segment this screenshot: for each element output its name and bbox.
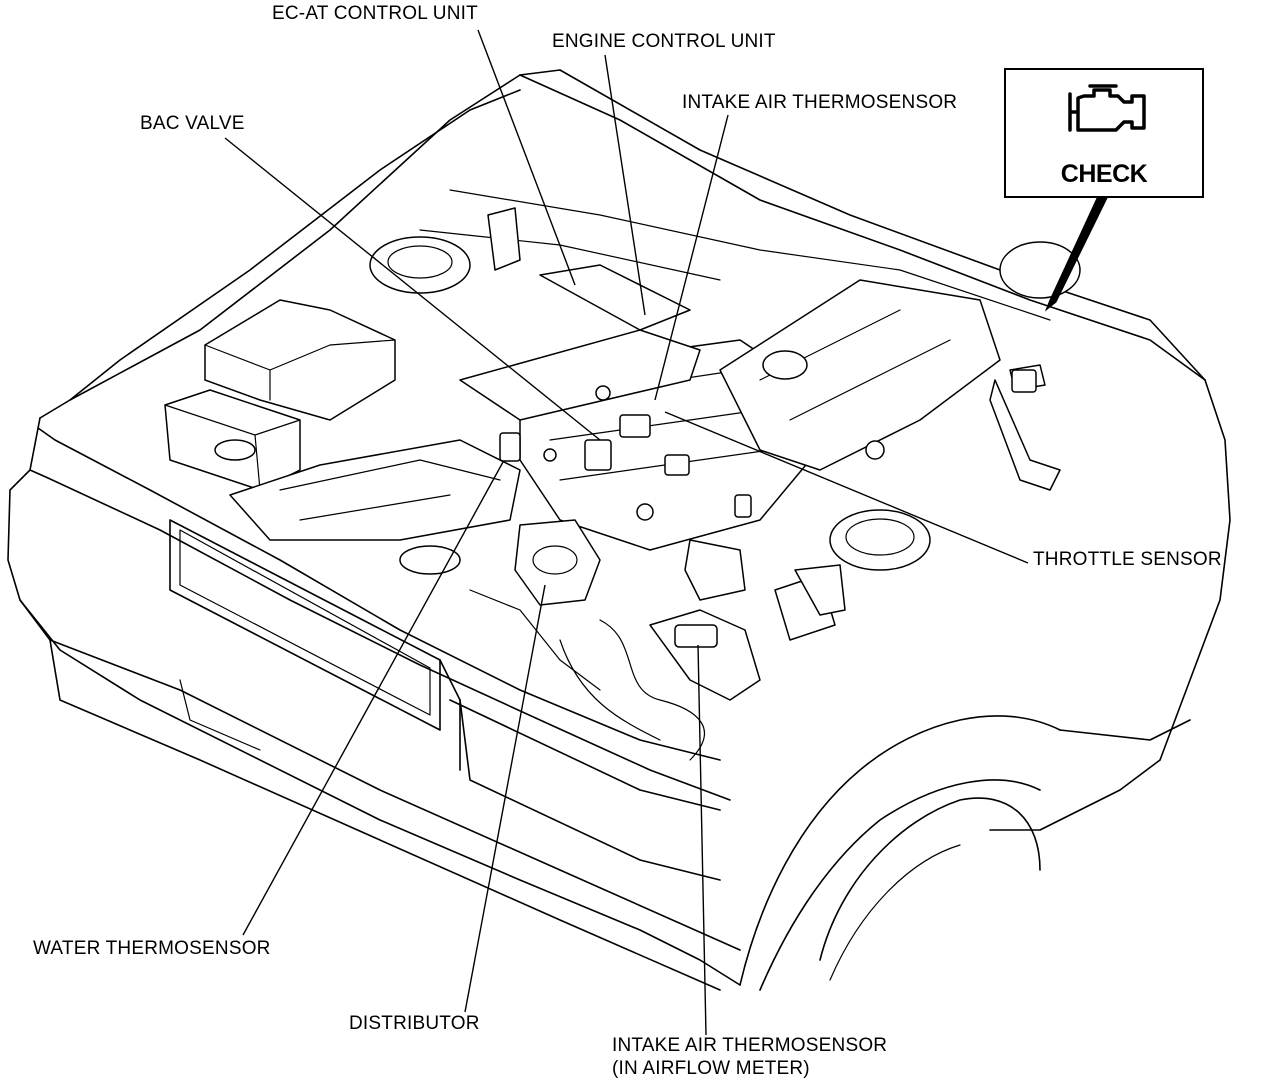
label-distributor: DISTRIBUTOR <box>349 1013 480 1034</box>
label-bac-valve: BAC VALVE <box>140 113 245 134</box>
check-engine-icon <box>1068 84 1146 132</box>
check-lamp-text: CHECK <box>1060 160 1148 188</box>
leader-distributor <box>464 584 546 1013</box>
leader-bac-valve <box>224 137 601 441</box>
leader-airflow-thermosensor <box>697 644 707 1036</box>
car-body <box>7 69 1231 991</box>
label-engine-control-unit: ENGINE CONTROL UNIT <box>552 31 776 52</box>
leader-intake-air-thermosensor <box>654 114 729 401</box>
label-throttle-sensor: THROTTLE SENSOR <box>1033 549 1222 570</box>
check-engine-lamp-inset: CHECK <box>1004 68 1204 198</box>
label-intake-air-thermosensor-airflow-line1: INTAKE AIR THERMOSENSOR <box>612 1035 888 1056</box>
label-water-thermosensor: WATER THERMOSENSOR <box>33 938 271 959</box>
label-ec-at-control-unit: EC-AT CONTROL UNIT <box>272 3 478 24</box>
leader-throttle-sensor <box>664 411 1029 564</box>
label-intake-air-thermosensor-airflow-line2: (IN AIRFLOW METER) <box>612 1058 810 1079</box>
leader-water-thermosensor <box>242 461 504 936</box>
leader-ec-at-control-unit <box>477 29 576 286</box>
engine-bay-components <box>164 207 1081 761</box>
label-intake-air-thermosensor: INTAKE AIR THERMOSENSOR <box>682 92 958 113</box>
leader-engine-control-unit <box>604 54 646 316</box>
leader-lines <box>224 29 1109 1036</box>
